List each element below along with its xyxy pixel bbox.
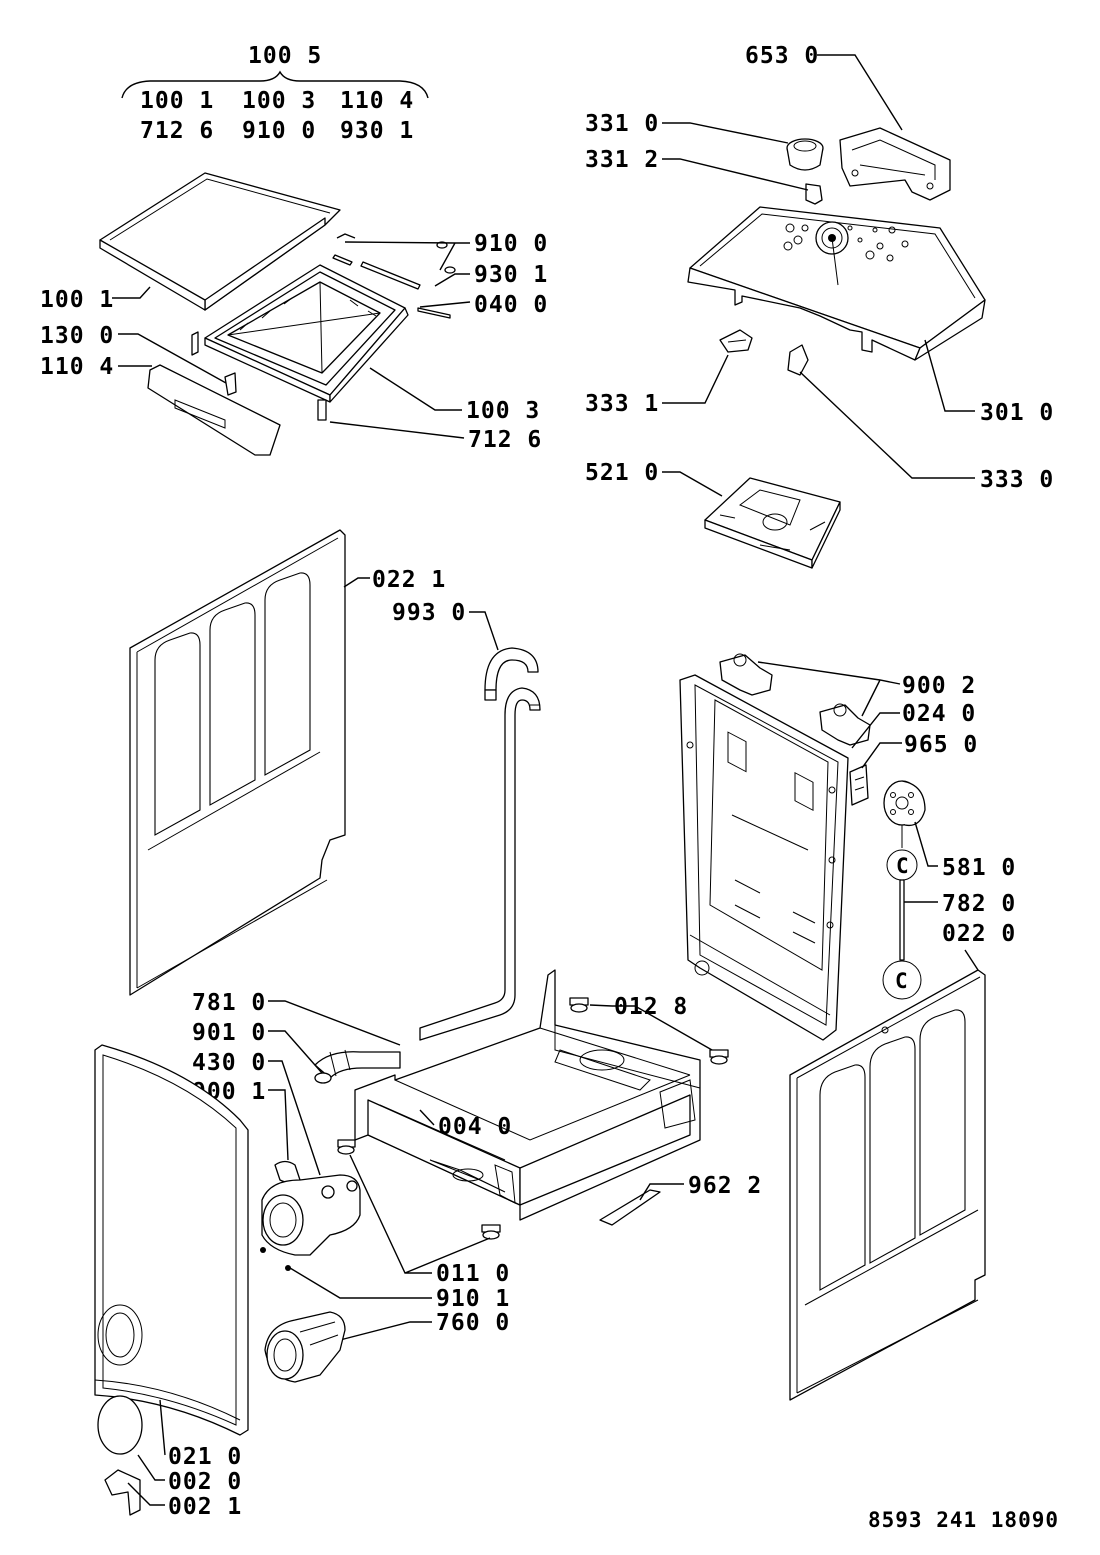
label-6530: 653 0 <box>745 43 819 69</box>
top-lid-assembly: 712 6 <box>99 172 542 456</box>
label-9010: 901 0 <box>192 1020 266 1046</box>
label-9622: 962 2 <box>688 1173 762 1199</box>
label-1001: 100 1 <box>40 287 114 313</box>
label-4300: 430 0 <box>192 1050 266 1076</box>
program-knob <box>786 138 824 171</box>
pressure-hose: C C <box>882 849 922 1000</box>
label-9002: 900 2 <box>902 673 976 699</box>
label-3331: 333 1 <box>585 391 659 417</box>
label-1104: 110 4 <box>40 354 114 380</box>
group-item-1003: 100 3 <box>242 88 316 114</box>
label-1003: 100 3 <box>466 398 540 424</box>
group-title: 100 5 <box>248 43 322 69</box>
rear-panel <box>679 674 849 1041</box>
label-0221: 022 1 <box>372 567 446 593</box>
lid-panel <box>99 172 341 311</box>
group-item-1104: 110 4 <box>340 88 414 114</box>
knob-adapter <box>805 183 823 205</box>
label-0200: 002 0 <box>168 1469 242 1495</box>
label-3330: 333 0 <box>980 467 1054 493</box>
label-7126: 712 6 <box>468 427 542 453</box>
electronics-board <box>704 477 841 569</box>
group-header: 100 5 100 1 100 3 110 4 712 6 910 0 930 … <box>121 43 429 144</box>
label-0240: 024 0 <box>902 701 976 727</box>
clip-mark-b: C <box>895 969 909 993</box>
label-0128: 012 8 <box>614 994 688 1020</box>
label-3010: 301 0 <box>980 400 1054 426</box>
label-9650: 965 0 <box>904 732 978 758</box>
label-5810: 581 0 <box>942 855 1016 881</box>
console-bracket <box>839 127 951 201</box>
base-frame <box>354 969 701 1221</box>
label-9100: 910 0 <box>474 231 548 257</box>
group-item-9100: 910 0 <box>242 118 316 144</box>
label-0400: 040 0 <box>474 292 548 318</box>
label-7600: 760 0 <box>436 1310 510 1336</box>
console-led-holes <box>783 223 909 262</box>
label-0220: 022 0 <box>942 921 1016 947</box>
label-3312: 331 2 <box>585 147 659 173</box>
right-side-panel <box>789 969 986 1401</box>
label-9930: 993 0 <box>392 600 466 626</box>
pump-filter <box>264 1311 346 1383</box>
group-item-7126: 712 6 <box>140 118 214 144</box>
label-1300: 130 0 <box>40 323 114 349</box>
feet <box>337 997 729 1240</box>
label-9101: 910 1 <box>436 1286 510 1312</box>
pressure-switch <box>883 780 926 848</box>
label-7810: 781 0 <box>192 990 266 1016</box>
left-side-panel <box>129 529 346 996</box>
label-0210: 021 0 <box>168 1444 242 1470</box>
front-panel <box>94 1044 249 1436</box>
group-item-9301: 930 1 <box>340 118 414 144</box>
clip-mark-a: C <box>896 854 910 878</box>
drain-pump <box>260 1160 361 1271</box>
control-console <box>687 206 986 361</box>
lid-frame: 712 6 <box>204 264 542 453</box>
group-item-1001: 100 1 <box>140 88 214 114</box>
label-3310: 331 0 <box>585 111 659 137</box>
label-7820: 782 0 <box>942 891 1016 917</box>
label-0040: 004 0 <box>438 1114 512 1140</box>
label-9301: 930 1 <box>474 262 548 288</box>
inlet-valves <box>719 653 871 746</box>
drain-hose <box>419 647 541 1041</box>
label-0110: 011 0 <box>436 1261 510 1287</box>
label-5210: 521 0 <box>585 460 659 486</box>
label-0021: 002 1 <box>168 1494 242 1520</box>
document-number: 8593 241 18090 <box>868 1508 1059 1532</box>
